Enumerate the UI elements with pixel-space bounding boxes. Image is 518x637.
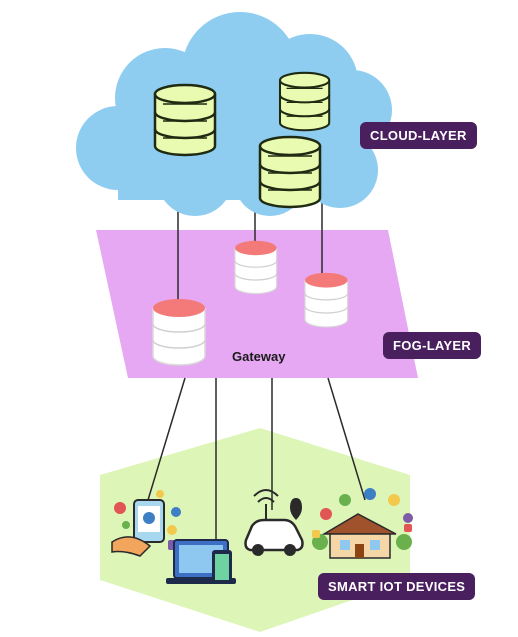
smart-iot-devices-label: SMART IOT DEVICES — [318, 573, 476, 600]
cloud-layer-shape — [76, 12, 392, 216]
cloud-layer-label: CLOUD-LAYER — [360, 122, 477, 149]
fog-layer-label: FOG-LAYER — [383, 332, 482, 359]
laptop-phone-icon — [166, 539, 236, 584]
smart-house-icon — [312, 488, 413, 559]
cloud-database-icon-2 — [278, 71, 331, 132]
fog-database-icon-1 — [152, 298, 206, 366]
gateway-label: Gateway — [232, 349, 286, 364]
cloud-database-icon-1 — [153, 83, 217, 157]
connected-car-icon — [244, 489, 304, 556]
cloud-database-icon-3 — [258, 135, 322, 209]
fog-device-links — [147, 377, 366, 548]
fog-database-icon-3 — [304, 272, 349, 328]
fog-database-icon-2 — [234, 240, 278, 295]
